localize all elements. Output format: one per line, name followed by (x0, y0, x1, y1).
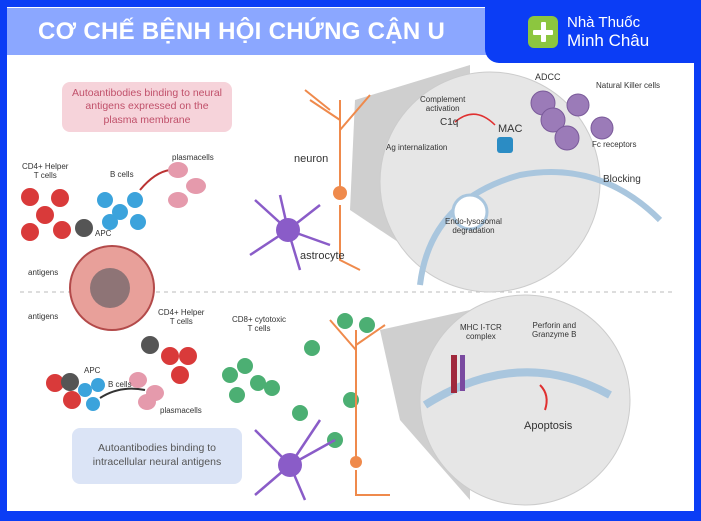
label-antigens-top: antigens (28, 268, 59, 277)
label-mhc-tcr: MHC I-TCR complex (460, 323, 502, 342)
page-title: CƠ CHẾ BỆNH HỘI CHỨNG CẬN U (38, 18, 446, 45)
cd4-t-cells-top (21, 188, 71, 241)
cell-membrane-top (417, 169, 663, 286)
b-cells-bottom (78, 378, 105, 411)
label-antigens-bottom: antigens (28, 312, 59, 321)
label-apoptosis: Apoptosis (524, 420, 573, 432)
label-apc-bottom: APC (84, 366, 101, 375)
label-apc-top: APC (95, 229, 112, 238)
arrow-plasma-bottom (99, 387, 146, 399)
apc-top (75, 219, 93, 237)
plasmacells-bottom (129, 372, 164, 410)
label-bcells-bottom: B cells (108, 380, 132, 389)
cell-membrane-bottom (422, 368, 612, 409)
nk-cells (530, 90, 614, 151)
arrow-mac (454, 113, 496, 126)
label-plasmacells-top: plasmacells (172, 153, 214, 162)
tcr-complex (460, 355, 465, 391)
astrocyte-bottom (254, 419, 336, 501)
label-perforin: Perforin and Granzyme B (532, 321, 577, 340)
arrow-plasma-top (139, 169, 171, 191)
label-neuron: neuron (294, 153, 329, 165)
tumor-nucleus (90, 268, 130, 308)
mac-pore (497, 137, 513, 153)
astrocyte-bottom-body (278, 453, 302, 477)
label-endo-lysosomal: Endo-lysosomal degradation (445, 217, 502, 236)
label-adcc: ADCC (535, 72, 561, 82)
plasmacells-top (168, 162, 206, 208)
mhc-complex (451, 355, 457, 393)
label-ag-internalization: Ag internalization (386, 143, 448, 152)
label-nk-cells: Natural Killer cells (596, 81, 661, 90)
neuron-bottom-body (350, 456, 362, 468)
brand-line-2: Minh Châu (567, 31, 650, 50)
label-cd8: CD8+ cytotoxic T cells (232, 315, 287, 334)
label-plasmacells-bottom: plasmacells (160, 406, 202, 415)
bottom-mechanism-box: Autoantibodies binding to intracellular … (72, 428, 242, 484)
cd4-t-cells-bottom (46, 347, 197, 409)
plus-cross-icon (528, 16, 558, 48)
top-mechanism-box: Autoantibodies binding to neural antigen… (62, 82, 232, 132)
arrow-apoptosis (539, 384, 548, 411)
label-blocking: Blocking (603, 174, 641, 185)
label-cd4-bottom: CD4+ Helper T cells (158, 308, 205, 327)
label-mac: MAC (498, 123, 523, 135)
astrocyte (249, 194, 331, 271)
b-cells-top (97, 192, 146, 230)
label-c1q: C1q (440, 117, 459, 128)
label-astrocyte: astrocyte (300, 250, 345, 262)
label-fc-receptors: Fc receptors (592, 140, 637, 149)
apc-bottom (61, 373, 79, 391)
cd4-apc-bottom (141, 336, 159, 354)
neuron-bottom (329, 319, 390, 496)
zoom-circle-bottom (419, 294, 631, 506)
label-complement: Complement activation (420, 95, 466, 114)
neuron-top (304, 89, 371, 271)
astrocyte-body (276, 218, 300, 242)
endosome (451, 193, 489, 231)
label-cd4-top: CD4+ Helper T cells (22, 162, 69, 181)
header-bar (7, 8, 487, 55)
neuron-body-top (333, 186, 347, 200)
brand-line-1: Nhà Thuốc (567, 14, 641, 31)
label-bcells-top: B cells (110, 170, 134, 179)
brand-logo: Nhà Thuốc Minh Châu (485, 0, 701, 63)
